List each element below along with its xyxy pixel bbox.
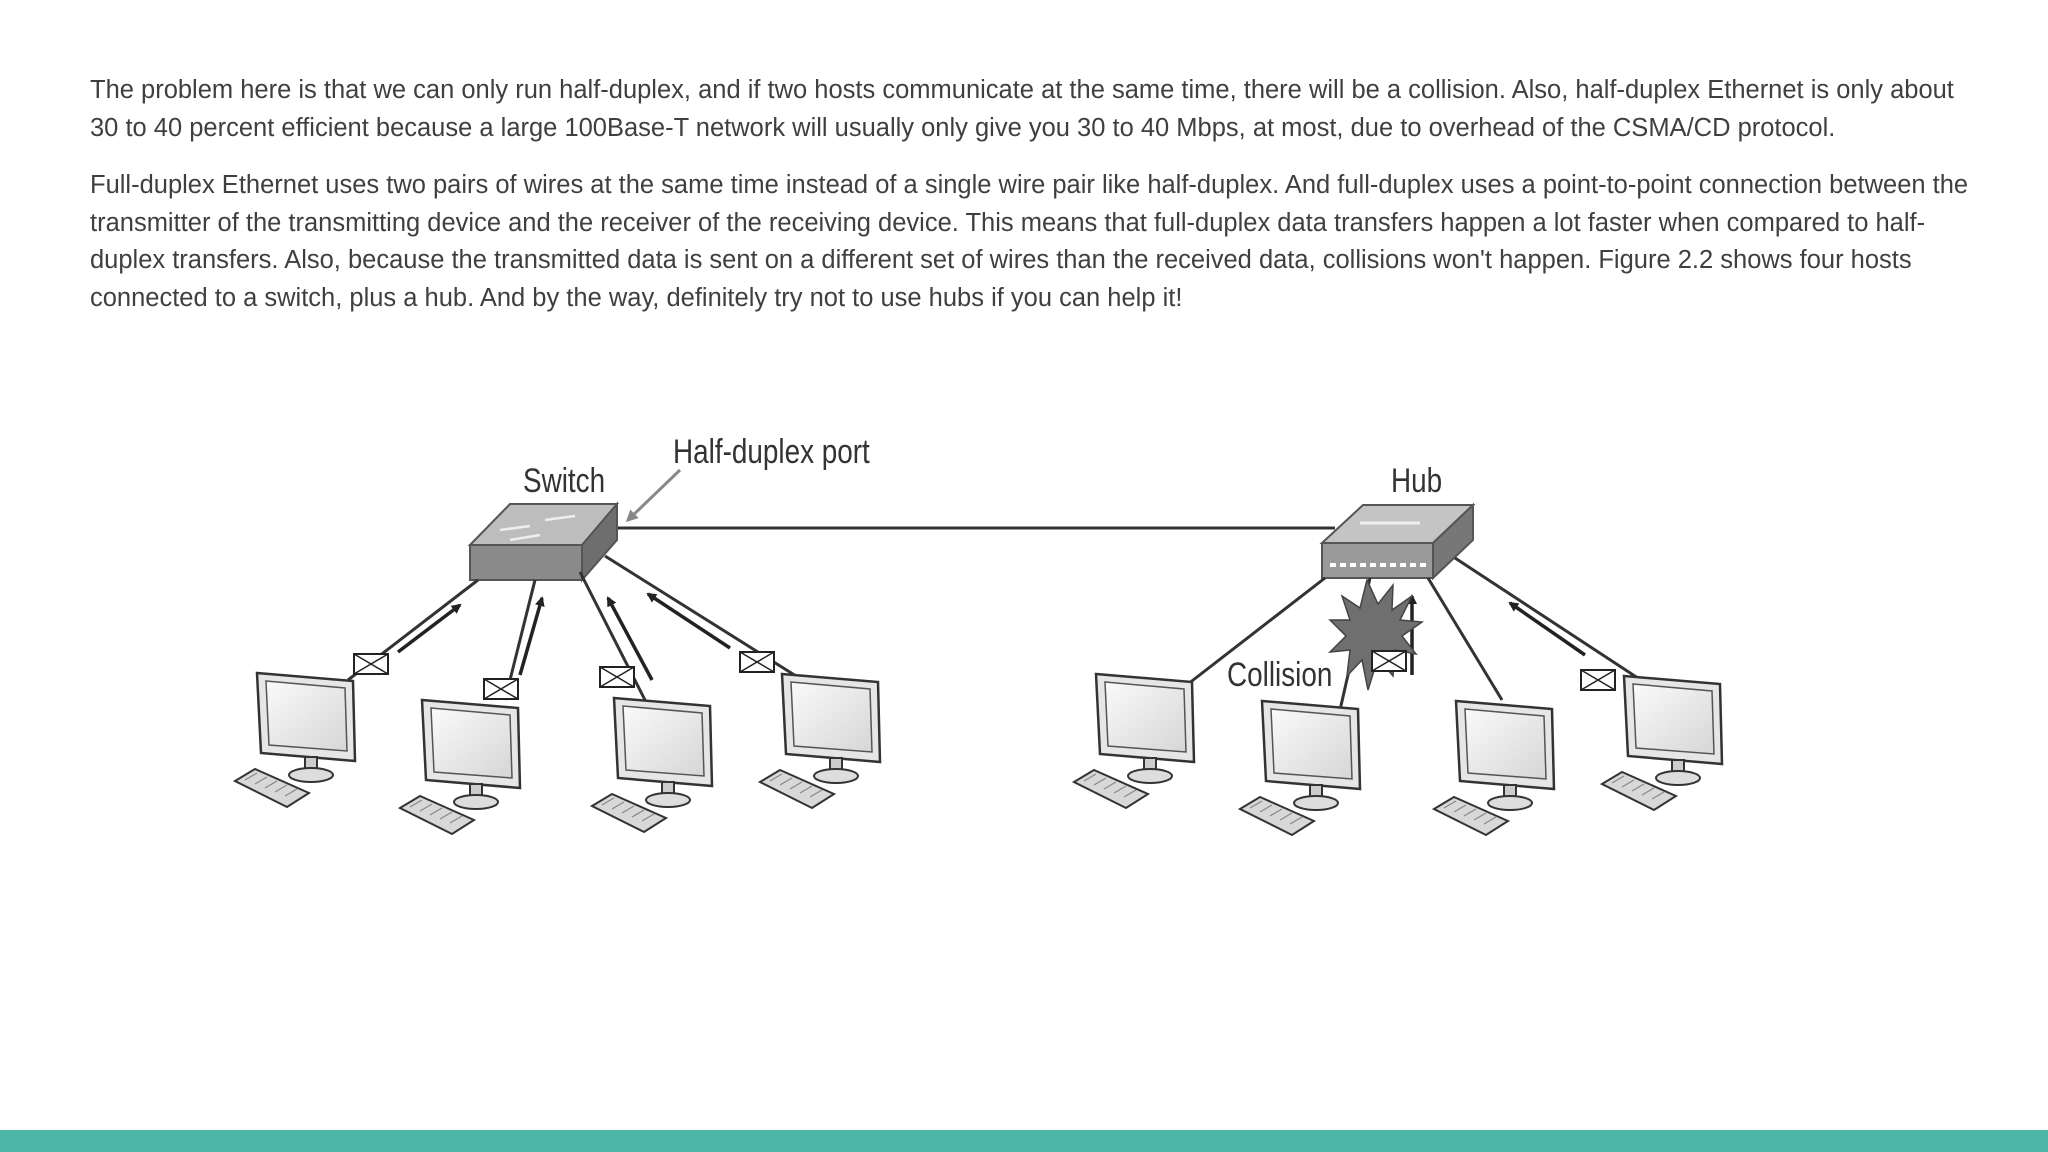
envelope-icon (1372, 651, 1406, 671)
computer-icon (1602, 676, 1722, 810)
computer-icon (592, 698, 712, 832)
hub-label: Hub (1391, 462, 1442, 500)
computer-icon (235, 673, 355, 807)
computer-icon (1074, 674, 1194, 808)
collision-label: Collision (1227, 656, 1332, 694)
computer-icon (1240, 701, 1360, 835)
envelope-icon (1581, 670, 1615, 690)
computer-icon (760, 674, 880, 808)
footer-bar (0, 1130, 2048, 1152)
arrow-icon (648, 594, 730, 648)
envelope-icon (484, 679, 518, 699)
half-duplex-port-label: Half-duplex port (673, 433, 870, 471)
envelope-icon (600, 667, 634, 687)
arrow-icon (1510, 603, 1585, 655)
arrow-icon (628, 470, 680, 520)
envelope-icon (740, 652, 774, 672)
collision-burst-icon (1330, 580, 1422, 690)
envelope-icon (354, 654, 388, 674)
arrow-icon (520, 598, 542, 675)
switch-label: Switch (523, 462, 605, 500)
switch-icon (470, 504, 617, 580)
hub-icon (1322, 505, 1473, 578)
computer-icon (1434, 701, 1554, 835)
computer-icon (400, 700, 520, 834)
arrow-icon (398, 605, 460, 652)
